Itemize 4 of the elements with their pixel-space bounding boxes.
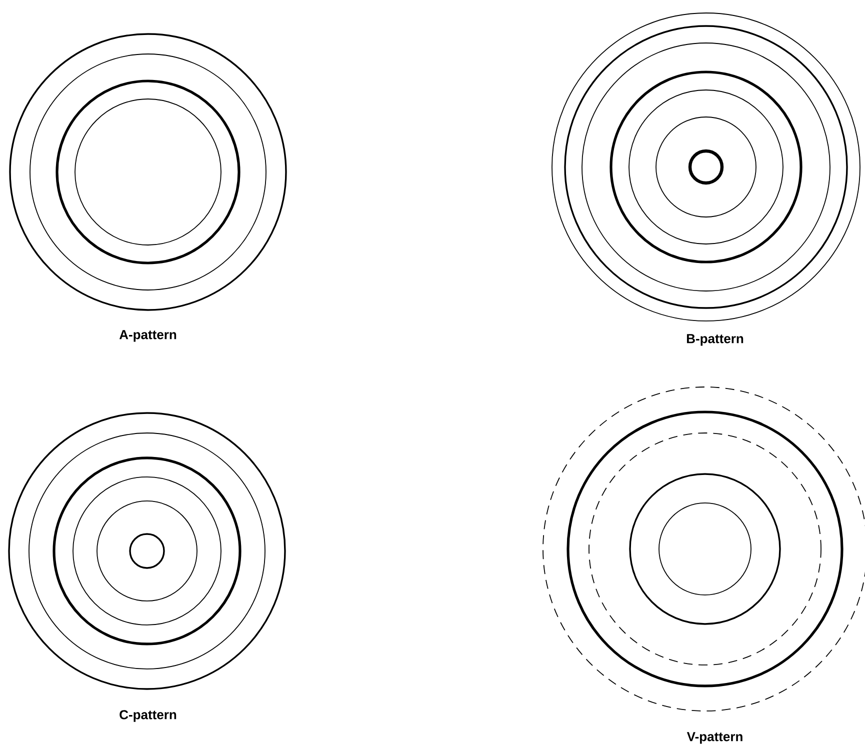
pattern-label: B-pattern — [686, 334, 744, 346]
pattern-label: A-pattern — [119, 330, 176, 342]
pattern-label: V-pattern — [686, 732, 742, 744]
pattern-label: C-pattern — [120, 710, 176, 722]
